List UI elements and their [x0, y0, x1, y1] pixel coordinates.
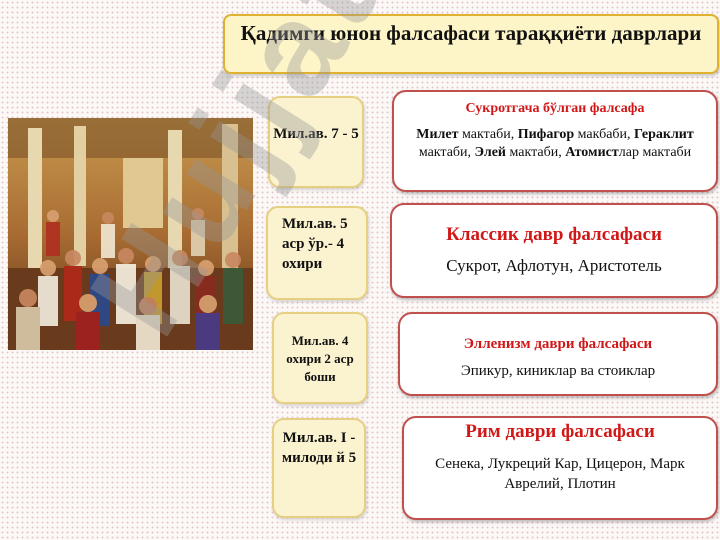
school-name: Милет: [416, 127, 459, 142]
period-card-hellenistic: Элленизм даври фалсафаси Эпикур, киникла…: [398, 312, 718, 396]
period-date: Мил.ав. 7 - 5: [268, 96, 364, 188]
school-text: мактаби,: [505, 145, 566, 160]
painting-image: [8, 118, 253, 350]
period-heading: Элленизм даври фалсафаси: [463, 336, 653, 352]
school-name: Пифагор: [517, 127, 575, 142]
school-name: Элей: [474, 145, 506, 160]
period-date: Мил.ав. 4 охири 2 аср боши: [272, 312, 368, 404]
period-card-roman: Рим даври фалсафаси Сенека, Лукреций Кар…: [402, 416, 718, 520]
school-text: мактаби,: [458, 127, 518, 142]
period-date: Мил.ав. 5 аср ўр.- 4 охири: [266, 206, 368, 300]
period-heading: Сукротгача бўлган фалсафа: [465, 101, 645, 116]
period-date: Мил.ав. I - милоди й 5: [272, 418, 366, 518]
school-text: лар мактаби: [618, 145, 692, 160]
slide-title: Қадимги юнон фалсафаси тараққиёти даврла…: [223, 14, 719, 74]
school-text: макбаби,: [574, 127, 635, 142]
period-card-presocratic: Сукротгача бўлган фалсафа Милет мактаби,…: [392, 90, 718, 192]
period-philosophers: Эпикур, киниклар ва стоиклар: [460, 363, 656, 379]
school-name: Атомист: [565, 145, 619, 160]
period-schools: Милет мактаби, Пифагор макбаби, Гераклит…: [400, 126, 710, 162]
school-text: мактаби,: [418, 145, 475, 160]
period-heading: Классик давр фалсафаси: [446, 224, 662, 245]
period-philosophers: Сенека, Лукреций Кар, Цицерон, Марк Авре…: [435, 456, 685, 492]
period-card-classical: Классик давр фалсафаси Сукрот, Афлотун, …: [390, 203, 718, 298]
period-philosophers: Сукрот, Афлотун, Аристотель: [446, 256, 662, 275]
period-heading: Рим даври фалсафаси: [465, 421, 655, 442]
school-name: Гераклит: [634, 127, 694, 142]
